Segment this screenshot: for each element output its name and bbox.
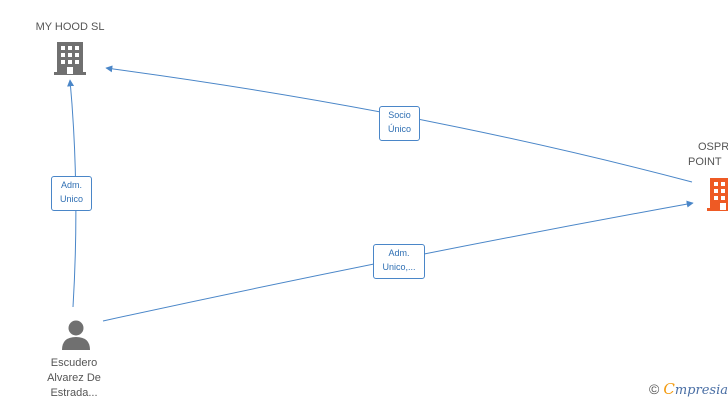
company-label-line: POINT bbox=[688, 156, 722, 168]
building-icon[interactable] bbox=[54, 42, 86, 75]
edge-label-line: Adm. bbox=[388, 248, 410, 258]
edge-label-line: Unico,... bbox=[382, 262, 416, 272]
building-icon[interactable] bbox=[707, 178, 728, 211]
person-label-line: Estrada... bbox=[50, 387, 98, 399]
brand-name: mpresia bbox=[674, 383, 728, 398]
company-label-my-hood[interactable]: MY HOOD SL bbox=[35, 21, 105, 33]
company-label-ospr[interactable]: OSPR POINT bbox=[688, 140, 728, 170]
edge-label-line: Adm. bbox=[60, 180, 82, 190]
person-label[interactable]: Escudero Alvarez De Estrada... bbox=[24, 356, 124, 401]
edge-label-adm-unico-2[interactable]: Adm. Unico,... bbox=[373, 244, 425, 279]
edge-label-adm-unico[interactable]: Adm. Unico bbox=[51, 176, 92, 211]
edge-label-socio-unico[interactable]: Socio Único bbox=[379, 106, 420, 141]
brand-initial: C bbox=[663, 380, 675, 398]
empresia-watermark: ©Cmpresia bbox=[649, 380, 728, 398]
edge-label-line: Único bbox=[387, 124, 411, 134]
person-icon[interactable] bbox=[62, 320, 90, 351]
person-label-line: Alvarez De bbox=[47, 372, 101, 384]
company-label-line: OSPR bbox=[698, 141, 728, 153]
edge-label-line: Socio bbox=[388, 110, 411, 120]
edge-label-line: Unico bbox=[59, 194, 83, 204]
copyright-symbol: © bbox=[649, 381, 660, 397]
person-label-line: Escudero bbox=[50, 357, 98, 369]
